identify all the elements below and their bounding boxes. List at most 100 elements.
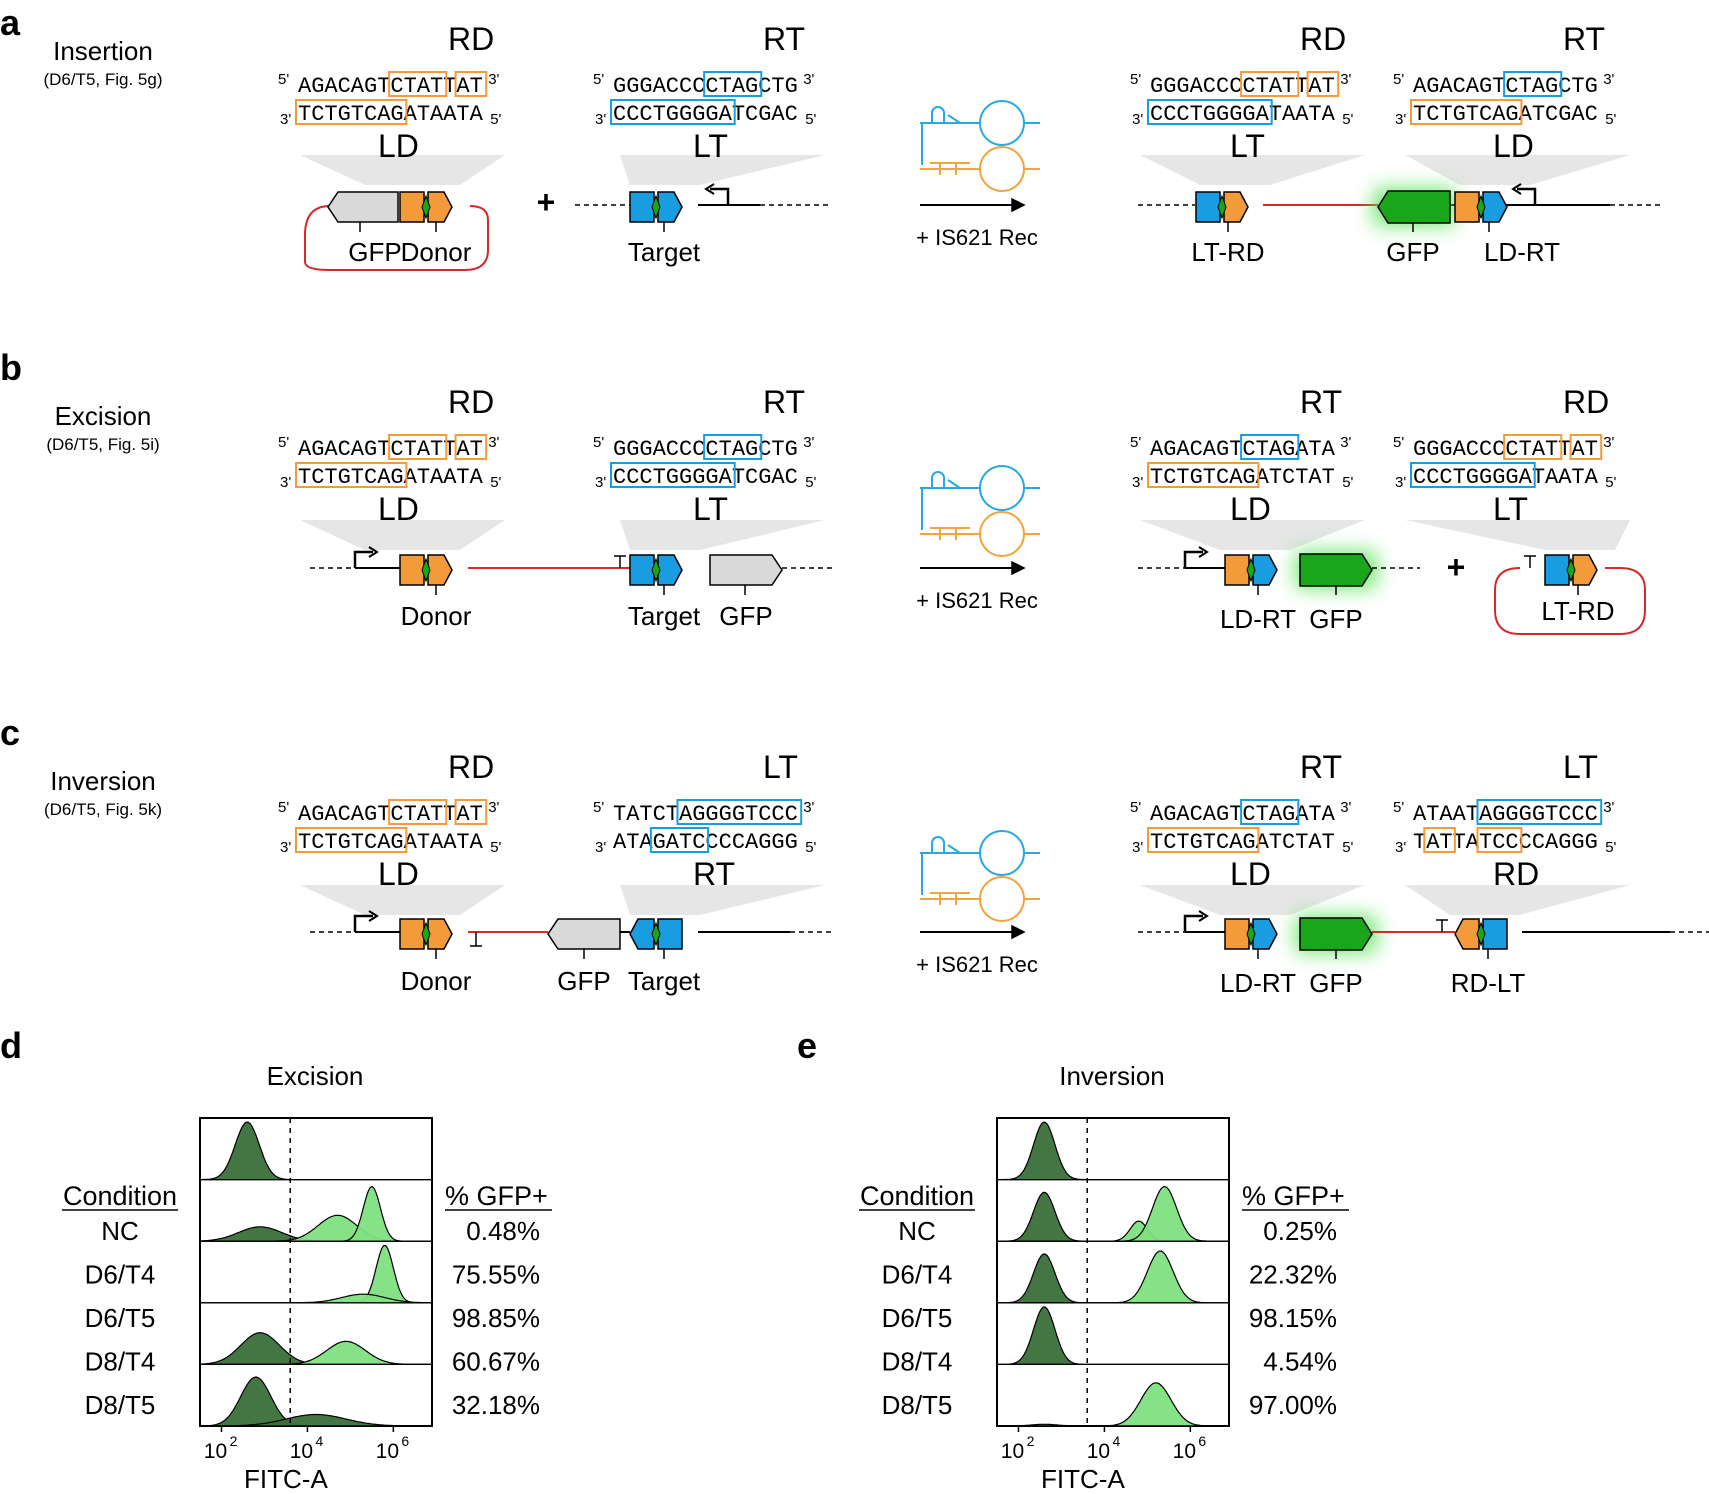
excised-circle: [1494, 567, 1646, 635]
strand-end-label: 5': [490, 474, 501, 491]
strand-end-label: 5': [1342, 474, 1353, 491]
strand-end-label: 5': [593, 434, 604, 451]
bottom-strand-sequence: ATAGATCCCCAGGG: [613, 830, 798, 855]
core-highlight-box: [676, 799, 803, 825]
strand-end-label: 3': [1132, 839, 1143, 856]
is621-rna-icon: [920, 465, 1040, 557]
site-label-top: RD: [1300, 21, 1346, 57]
top-strand-sequence: GGGACCCCTATTAT: [1150, 74, 1335, 99]
zoom-funnel: [620, 155, 825, 185]
lt-rd-label: LT-RD: [1191, 237, 1264, 267]
top-strand-sequence: GGGACCCCTATTAT: [1413, 437, 1598, 462]
strand-end-label: 5': [1393, 799, 1404, 816]
strand-end-label: 3': [1132, 111, 1143, 128]
zoom-funnel: [620, 520, 825, 550]
gfp-label: GFP: [719, 601, 772, 631]
hist-title: Excision: [267, 1061, 364, 1091]
site-half-right: [427, 554, 453, 586]
zoom-funnel: [1405, 520, 1630, 550]
pct-value: 4.54%: [1263, 1347, 1337, 1377]
gfp-label: GFP: [1386, 237, 1439, 267]
strand-end-label: 5': [805, 839, 816, 856]
histogram-d8-t5: [200, 1413, 432, 1427]
gfp-label: GFP: [1309, 968, 1362, 998]
strand-end-label: 5': [805, 474, 816, 491]
rna-blue: [920, 100, 1040, 146]
zoom-funnel: [300, 885, 505, 915]
bottom-strand-sequence: TCTGTCAGATCTAT: [1150, 465, 1335, 490]
x-axis-label: FITC-A: [244, 1464, 328, 1494]
plus-sign: +: [1447, 549, 1466, 585]
pct-value: 32.18%: [452, 1390, 540, 1420]
core-diamond: [651, 921, 661, 947]
site-half-left: [1544, 554, 1570, 586]
lt-rd-site: [1195, 191, 1249, 223]
site-label-top: RT: [763, 384, 805, 420]
strand-end-label: 3': [595, 474, 606, 491]
core-highlight-box: [454, 434, 488, 460]
histogram-d8-t5: [997, 1423, 1229, 1427]
bottom-strand-sequence: TCTGTCAGATCTAT: [1150, 830, 1335, 855]
strand-end-label: 5': [1605, 839, 1616, 856]
strand-end-label: 5': [1342, 111, 1353, 128]
site-half-left: [629, 191, 655, 223]
site-label-top: RT: [1300, 749, 1342, 785]
panel-title: Excision: [55, 401, 152, 431]
promoter-head: [704, 183, 715, 195]
histogram-nc: [997, 1121, 1229, 1181]
strand-end-label: 5': [1605, 111, 1616, 128]
core-highlight-box: [388, 71, 448, 97]
panel-letter-c: c: [0, 712, 20, 753]
x-tick-label: 10: [204, 1440, 227, 1463]
panel-subtitle: (D6/T5, Fig. 5k): [44, 800, 162, 819]
promoter-arrow: [353, 910, 379, 932]
strand-end-label: 5': [1130, 799, 1141, 816]
site-half-right: [657, 554, 683, 586]
top-strand-sequence: AGACAGTCTAGATA: [1150, 802, 1336, 827]
site-half-left: [1454, 191, 1480, 223]
site-label-top: RD: [448, 749, 494, 785]
core-highlight-box: [1306, 71, 1340, 97]
promoter-head: [1198, 546, 1209, 558]
ld-rt-site: [1224, 918, 1278, 950]
strand-end-label: 3': [803, 71, 814, 88]
core-highlight-box: [295, 462, 408, 488]
strand-end-label: 3': [280, 474, 291, 491]
donor-site: [399, 918, 453, 950]
promoter-arrow: [1183, 910, 1209, 932]
bottom-strand-sequence: TCTGTCAGATAATA: [298, 102, 484, 127]
site-half-left: [1224, 554, 1250, 586]
donor-site: [399, 191, 453, 223]
site-label-bottom: RT: [693, 856, 735, 892]
site-label-bottom: LD: [378, 128, 419, 164]
strand-end-label: 5': [278, 71, 289, 88]
strand-end-label: 5': [1605, 474, 1616, 491]
gfp-green: [1299, 917, 1373, 951]
gfp-cassette-gray: [709, 554, 783, 586]
panel-letter-d: d: [0, 1025, 22, 1066]
x-tick-label: 10: [1087, 1440, 1110, 1463]
target-label: Target: [628, 966, 701, 996]
rd-lt-site: [1454, 918, 1508, 950]
x-tick-label: 10: [1173, 1440, 1196, 1463]
core-highlight-box: [1147, 99, 1273, 125]
strand-end-label: 5': [490, 839, 501, 856]
strand-end-label: 5': [278, 434, 289, 451]
core-highlight-box: [388, 799, 448, 825]
reaction-label: + IS621 Rec: [916, 225, 1038, 250]
core-highlight-box: [1569, 434, 1603, 460]
core-highlight-box: [454, 799, 488, 825]
reaction-arrowhead: [1011, 560, 1026, 576]
strand-end-label: 5': [1393, 434, 1404, 451]
x-tick-exponent: 2: [230, 1433, 238, 1449]
core-diamond: [1476, 921, 1486, 947]
site-half-left: [1224, 918, 1250, 950]
core-highlight-box: [1503, 434, 1563, 460]
core-highlight-box: [649, 827, 710, 853]
strand-end-label: 5': [1130, 71, 1141, 88]
site-half-left: [399, 918, 425, 950]
strand-end-label: 3': [1395, 474, 1406, 491]
is621-rna-icon: [920, 100, 1040, 192]
core-diamond: [1476, 194, 1486, 220]
core-diamond: [651, 557, 661, 583]
